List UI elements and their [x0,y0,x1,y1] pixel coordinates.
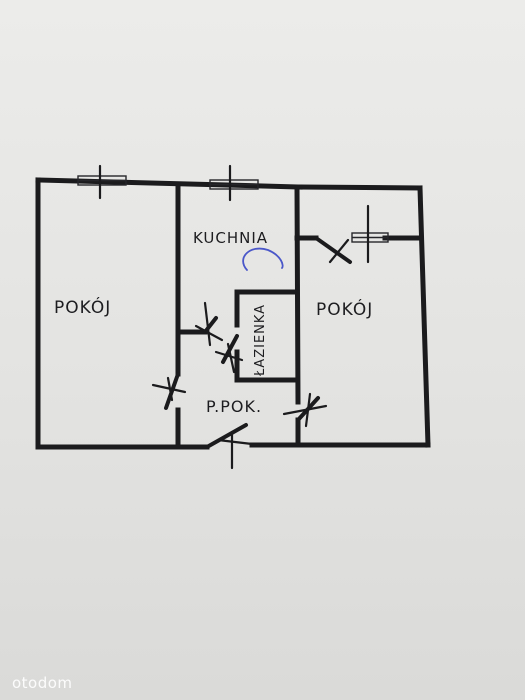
room-label-hall: P.POK. [206,397,262,416]
room-label-left: POKÓJ [54,296,111,318]
window-room-left [77,164,127,200]
door-bathroom [214,334,244,374]
room-label-kitchen: KUCHNIA [193,229,268,247]
door-kitchen [194,301,224,347]
watermark-logo: otodom [12,674,73,692]
room-label-right: POKÓJ [316,298,373,320]
room-label-bathroom: ŁAZIENKA [253,304,268,377]
wall-right [417,185,431,448]
door-room-left [151,372,187,410]
door-room-right-hall [282,392,328,428]
interior-walls [175,182,423,448]
window-room-right [351,204,389,264]
door-room-right [314,236,352,264]
door-entrance [205,423,254,470]
windows [77,164,389,264]
doors [151,236,352,470]
wall-top-right [297,184,423,191]
pen-mark [242,247,284,271]
window-kitchen [209,164,259,202]
